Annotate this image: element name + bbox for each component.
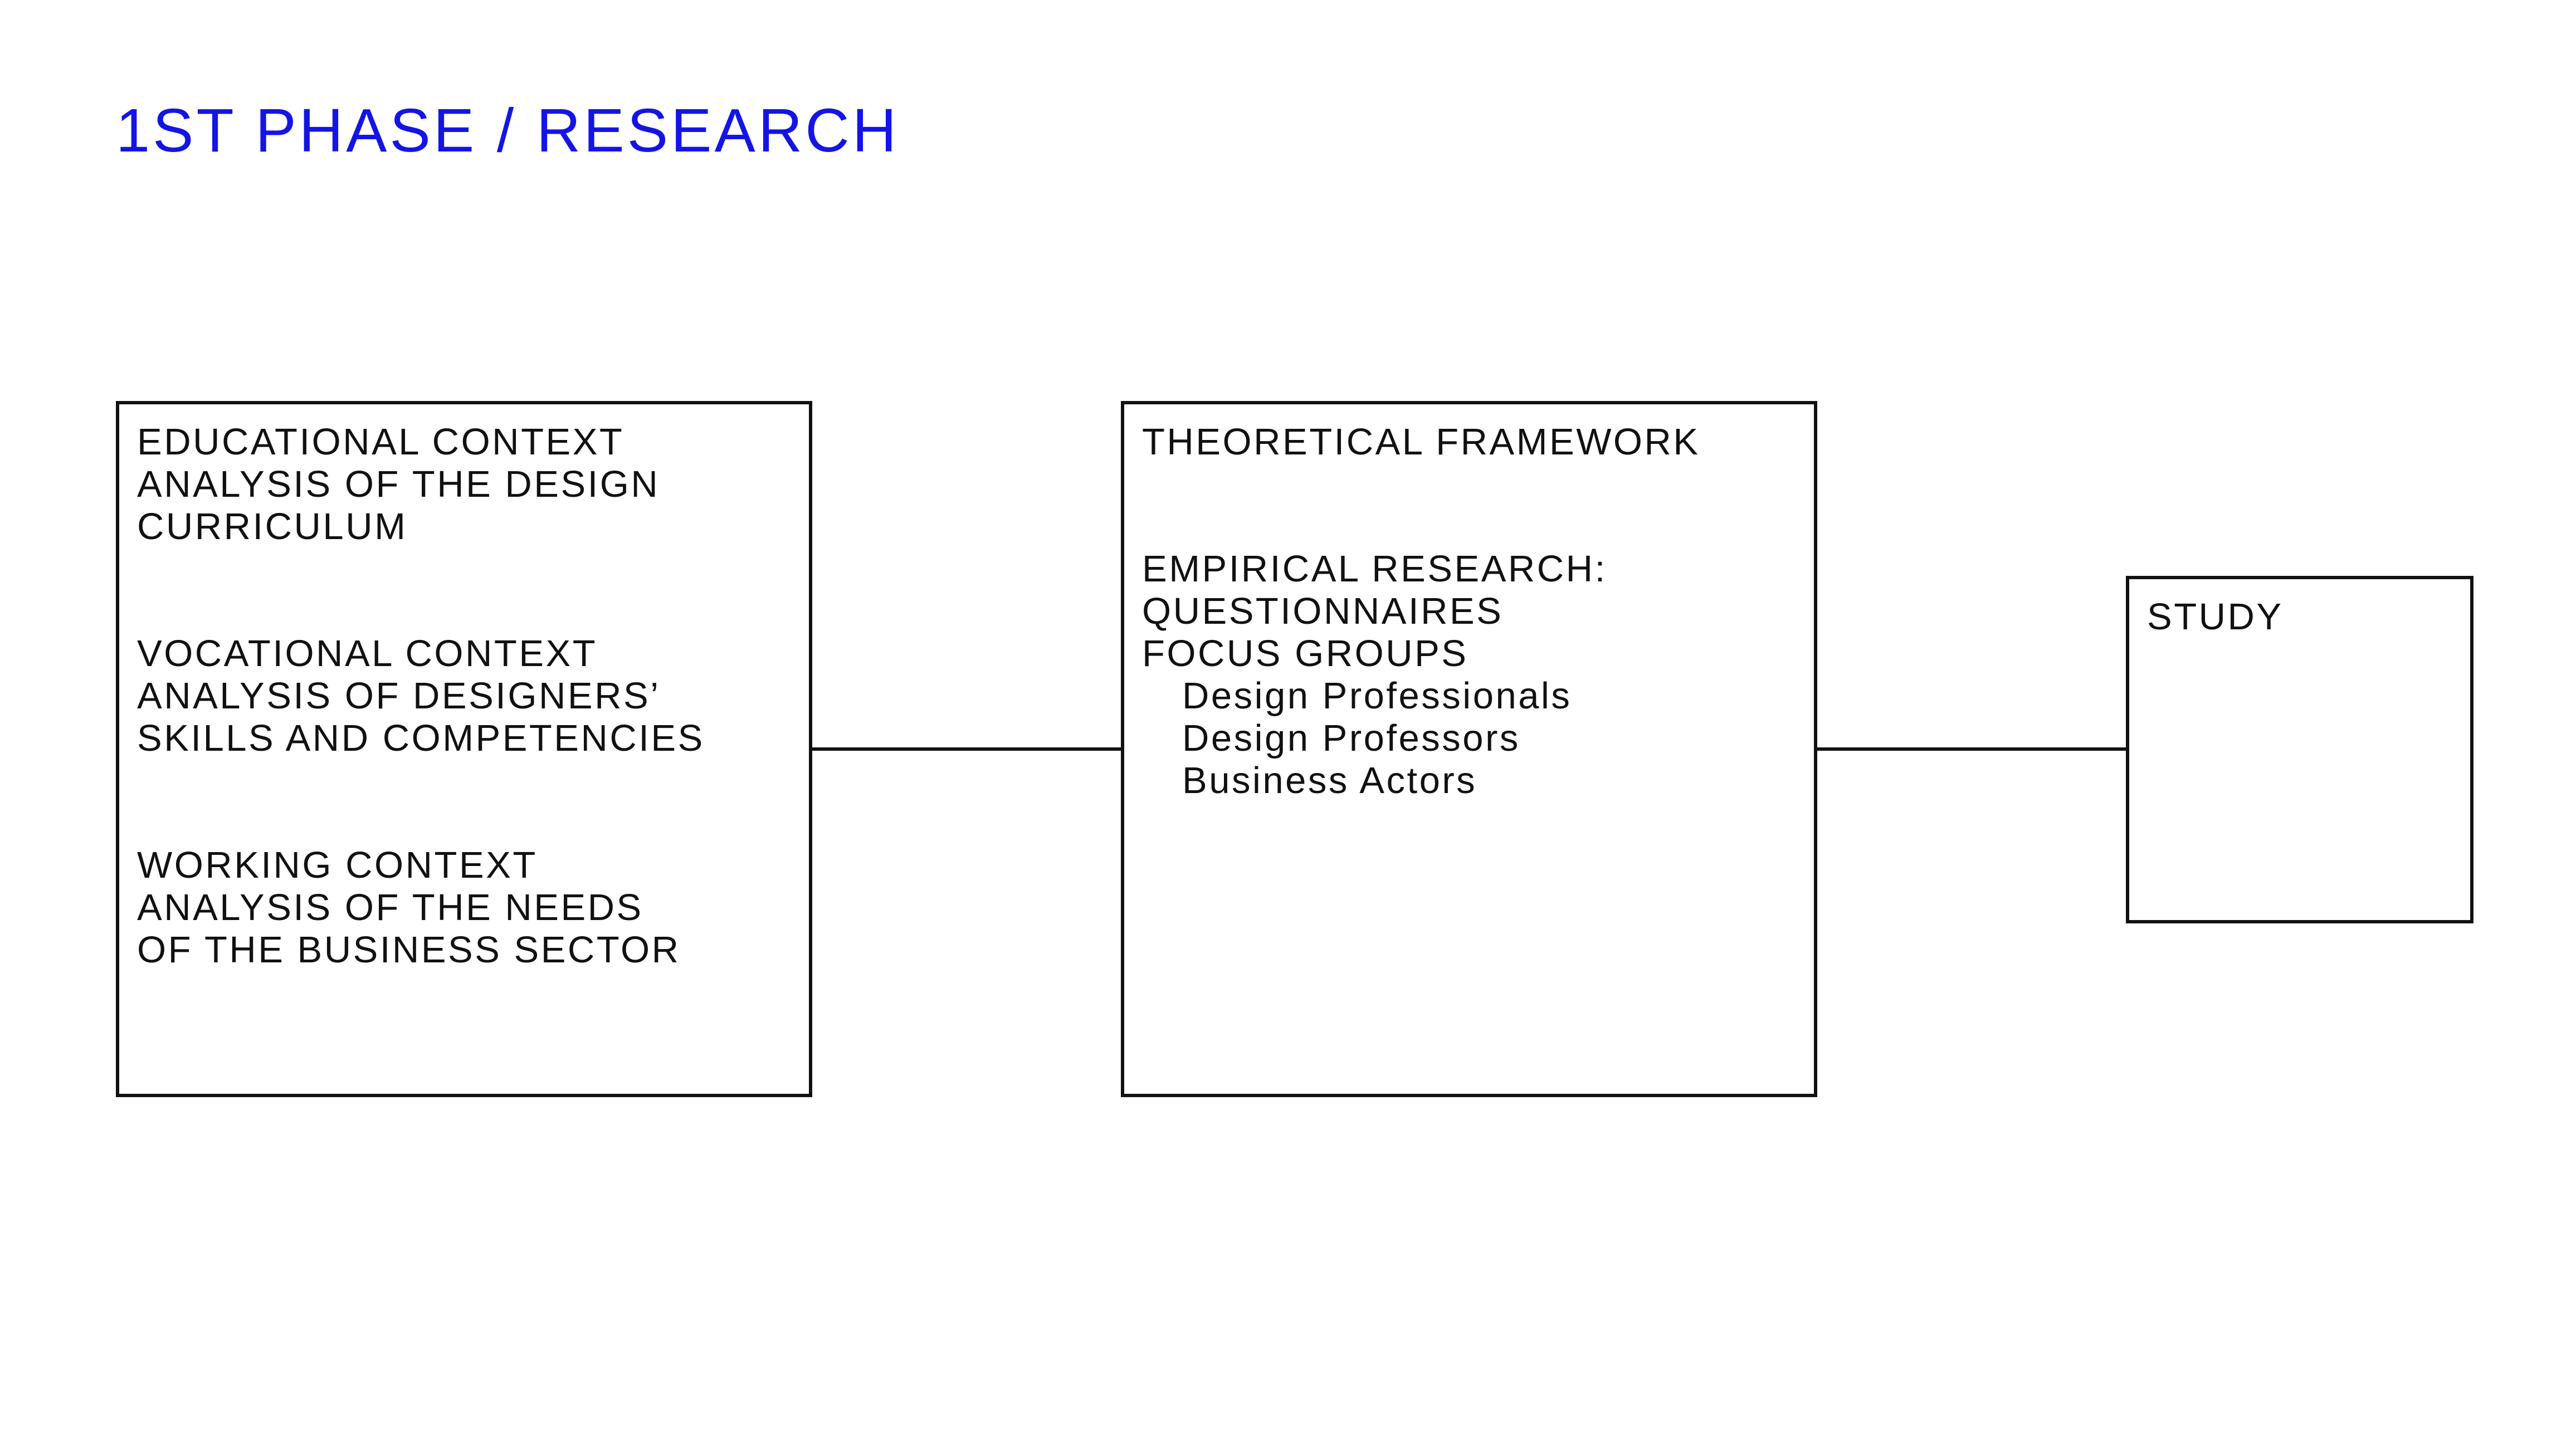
empirical-research-block: EMPIRICAL RESEARCH: QUESTIONNAIRES FOCUS… xyxy=(1142,548,1796,802)
theoretical-framework-block: THEORETICAL FRAMEWORK xyxy=(1142,421,1796,463)
working-context-line-1: WORKING CONTEXT xyxy=(137,844,538,886)
theoretical-framework-heading: THEORETICAL FRAMEWORK xyxy=(1142,421,1700,463)
working-context-line-2: ANALYSIS OF THE NEEDS xyxy=(137,887,643,928)
educational-context-line-3: CURRICULUM xyxy=(137,506,408,547)
spacer xyxy=(137,548,791,633)
working-context-block: WORKING CONTEXT ANALYSIS OF THE NEEDS OF… xyxy=(137,844,791,971)
educational-context-line-1: EDUCATIONAL CONTEXT xyxy=(137,421,625,463)
study-box: STUDY xyxy=(2126,576,2473,923)
participant-design-professors: Design Professors xyxy=(1182,717,1520,759)
educational-context-block: EDUCATIONAL CONTEXT ANALYSIS OF THE DESI… xyxy=(137,421,791,548)
vocational-context-line-2: ANALYSIS OF DESIGNERS’ xyxy=(137,675,661,717)
empirical-research-line-2: QUESTIONNAIRES xyxy=(1142,590,1504,632)
connector-line-context-to-framework xyxy=(812,747,1121,751)
vocational-context-block: VOCATIONAL CONTEXT ANALYSIS OF DESIGNERS… xyxy=(137,633,791,760)
empirical-research-line-1: EMPIRICAL RESEARCH: xyxy=(1142,548,1607,590)
participant-design-professionals: Design Professionals xyxy=(1182,675,1572,717)
participant-business-actors: Business Actors xyxy=(1182,760,1477,801)
context-analysis-box: EDUCATIONAL CONTEXT ANALYSIS OF THE DESI… xyxy=(116,401,812,1097)
empirical-research-line-3: FOCUS GROUPS xyxy=(1142,633,1468,674)
spacer xyxy=(1142,463,1796,548)
research-framework-box: THEORETICAL FRAMEWORK EMPIRICAL RESEARCH… xyxy=(1121,401,1817,1097)
connector-line-framework-to-study xyxy=(1817,747,2126,751)
study-label: STUDY xyxy=(2147,596,2284,638)
educational-context-line-2: ANALYSIS OF THE DESIGN xyxy=(137,463,660,505)
spacer xyxy=(137,760,791,844)
page-title: 1ST PHASE / RESEARCH xyxy=(116,96,900,165)
vocational-context-line-3: SKILLS AND COMPETENCIES xyxy=(137,717,705,759)
working-context-line-3: OF THE BUSINESS SECTOR xyxy=(137,929,681,971)
vocational-context-line-1: VOCATIONAL CONTEXT xyxy=(137,633,598,674)
